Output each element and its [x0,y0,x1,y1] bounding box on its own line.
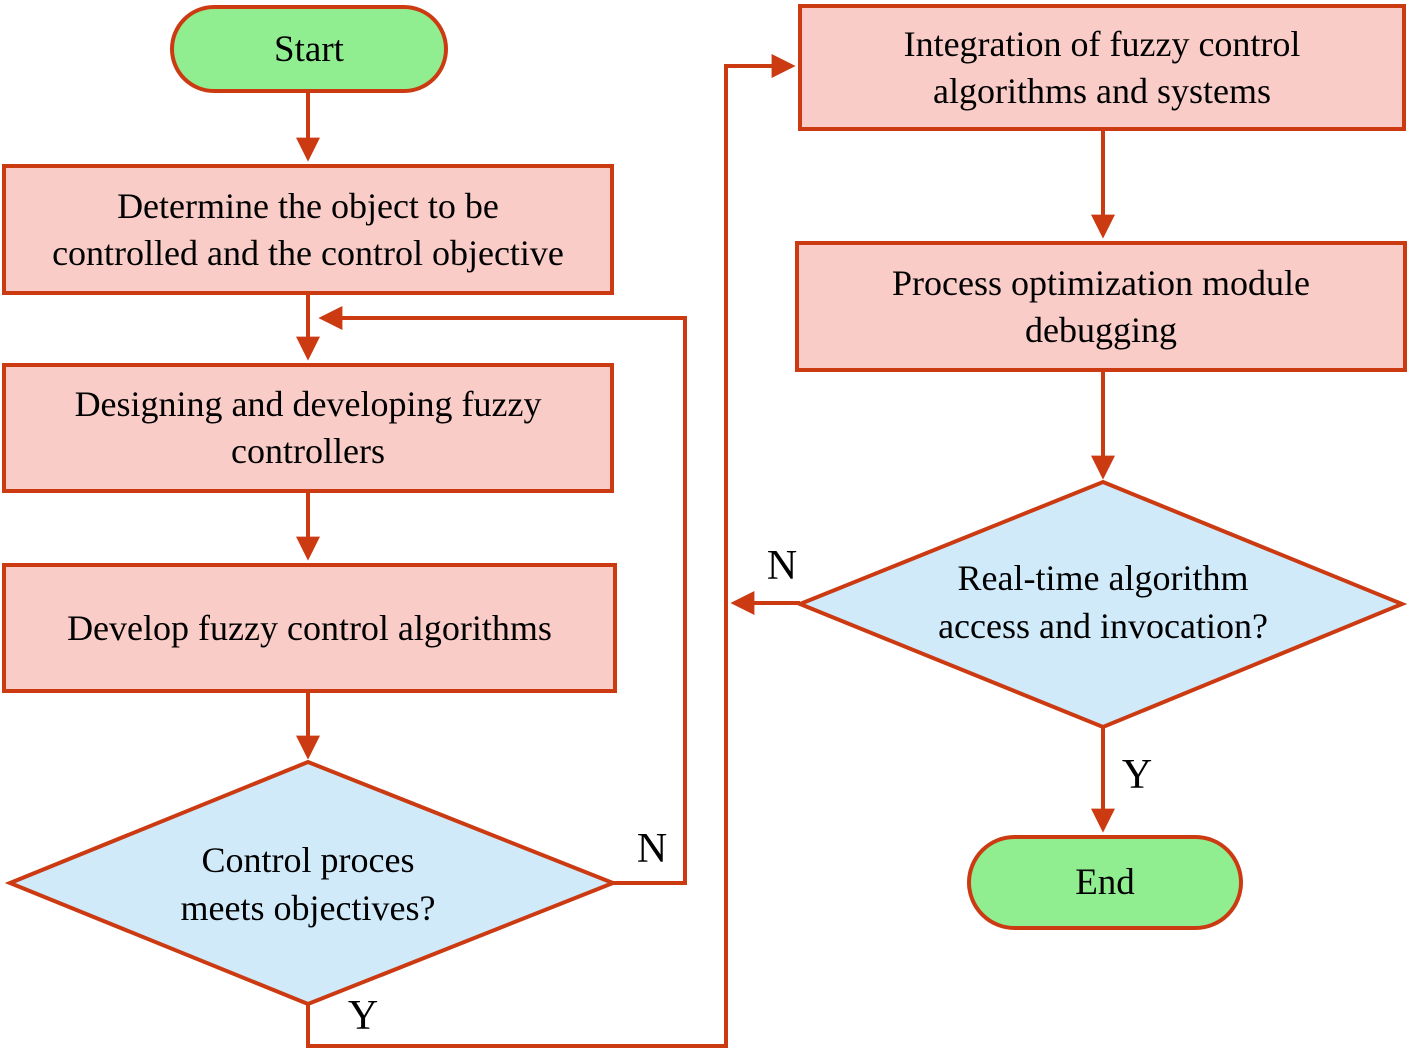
end-label: End [1075,862,1135,903]
develop-algorithms-line1: Develop fuzzy control algorithms [67,607,552,648]
control-yes-label: Y [347,993,379,1039]
edge-control-yes-to-integration [306,54,796,1048]
end-node: End [967,835,1243,930]
design-controllers-node: Designing and developing fuzzy controlle… [2,363,614,493]
decision-control-label: Control proces meets objectives? [181,836,436,932]
integration-node: Integration of fuzzy control algorithms … [798,4,1406,131]
determine-object-line1: Determine the object to be [117,185,499,226]
decision-control-line1: Control proces [201,839,415,880]
decision-realtime-line1: Real-time algorithm [957,557,1249,598]
edge-control-no-loop [318,306,687,885]
process-optimization-line1: Process optimization module [892,262,1310,303]
decision-control-line2: meets objectives? [180,888,436,928]
start-label: Start [274,28,344,70]
decision-realtime-label: Real-time algorithm access and invocatio… [938,554,1268,650]
control-no-label: N [636,826,668,872]
process-optimization-node: Process optimization module debugging [795,241,1407,372]
design-controllers-line2: controllers [231,431,385,471]
decision-realtime-line2: access and invocation? [938,606,1268,646]
integration-line1: Integration of fuzzy control [903,23,1301,64]
realtime-no-label: N [766,543,798,589]
develop-algorithms-node: Develop fuzzy control algorithms [2,563,617,693]
integration-line2: algorithms and systems [933,70,1271,111]
design-controllers-line1: Designing and developing fuzzy [74,384,542,425]
process-optimization-line2: debugging [1025,309,1177,350]
determine-object-line2: controlled and the control objective [52,232,564,273]
determine-object-node: Determine the object to be controlled an… [2,164,614,295]
realtime-yes-label: Y [1121,752,1153,798]
start-node: Start [170,5,448,93]
